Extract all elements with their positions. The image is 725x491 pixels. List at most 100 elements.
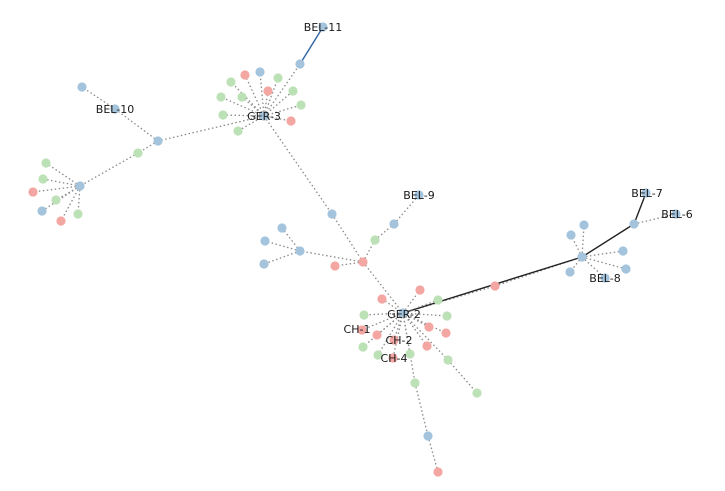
node-b1 [77, 82, 87, 92]
node-h634 [629, 219, 639, 229]
edge-bel10-b1 [81, 86, 116, 110]
node-d3 [618, 246, 628, 256]
edge-h300b-c1 [281, 227, 301, 252]
edge-ger3-a9 [263, 104, 302, 117]
edge-p363-h300b [299, 250, 364, 263]
edge-ger3-a2 [259, 71, 265, 117]
node-ger3 [259, 111, 269, 121]
node-g138 [133, 148, 143, 158]
node-b2 [41, 158, 51, 168]
node-a8 [237, 92, 247, 102]
node-a9 [296, 100, 306, 110]
edge-ger3-a3 [263, 77, 279, 117]
node-e12 [405, 349, 415, 359]
node-ger2 [398, 308, 408, 318]
node-p495 [490, 281, 500, 291]
label-ger-3: GER-3 [247, 110, 281, 123]
node-h300b [295, 246, 305, 256]
node-a11 [286, 116, 296, 126]
node-b6 [37, 206, 47, 216]
edge-ger2-e9 [362, 312, 404, 348]
edge-h80-b2 [45, 162, 81, 187]
node-c3 [259, 259, 269, 269]
node-bel10 [110, 104, 120, 114]
edge-ger3-a8 [241, 96, 265, 117]
edge-h80-b7 [60, 185, 81, 222]
node-bel11 [318, 22, 328, 32]
node-h582 [577, 252, 587, 262]
node-bel9 [414, 190, 424, 200]
node-d5 [565, 267, 575, 277]
node-c2 [260, 236, 270, 246]
node-h300 [295, 59, 305, 69]
node-ch1 [357, 325, 367, 335]
node-d1 [579, 220, 589, 230]
node-ch2 [389, 335, 399, 345]
node-d4 [621, 264, 631, 274]
node-e7 [441, 328, 451, 338]
edge-g138-h80 [79, 152, 139, 187]
node-bel8 [600, 273, 610, 283]
edge-ger2-e10 [402, 312, 428, 347]
label-layer: GER-2 GER-3 BEL-6 BEL-7 BEL-8 BEL-9 BEL-… [96, 21, 693, 365]
node-h394 [389, 219, 399, 229]
node-a6 [263, 86, 273, 96]
node-b7 [56, 216, 66, 226]
node-e11 [373, 350, 383, 360]
edge-ger2-g415 [402, 312, 416, 384]
edge-h80-b8 [77, 185, 81, 215]
label-bel-10: BEL-10 [96, 103, 134, 116]
node-a10 [218, 110, 228, 120]
edge-ger2-e5 [402, 312, 448, 317]
node-d2 [566, 230, 576, 240]
node-bel6 [671, 209, 681, 219]
label-bel-8: BEL-8 [589, 272, 620, 285]
edge-ger2-ch1 [361, 312, 404, 331]
label-bel-7: BEL-7 [631, 187, 662, 200]
edge-ger3-h300 [263, 63, 301, 117]
edge-h582-h634 [581, 223, 635, 258]
edge-ger2-e13 [402, 312, 449, 361]
node-b8 [73, 209, 83, 219]
edge-h158-bel10 [114, 108, 159, 142]
edge-ger2-e11 [377, 312, 404, 356]
node-ch4 [388, 353, 398, 363]
node-a12 [233, 126, 243, 136]
node-p335 [330, 261, 340, 271]
node-a1 [240, 70, 250, 80]
label-bel-9: BEL-9 [403, 189, 434, 202]
edge-h300b-c3 [263, 250, 301, 265]
edge-h300-bel11 [299, 26, 324, 65]
node-e4 [359, 310, 369, 320]
node-p438 [433, 467, 443, 477]
node-a7 [216, 92, 226, 102]
node-layer [28, 22, 681, 477]
label-ch-2: CH-2 [386, 334, 413, 347]
node-e9 [358, 342, 368, 352]
edge-h634-bel7 [633, 192, 647, 225]
label-ch-1: CH-1 [344, 323, 371, 336]
node-p363 [358, 257, 368, 267]
edge-ger2-e4 [363, 312, 404, 316]
node-g477 [472, 388, 482, 398]
edge-ger3-a10 [222, 114, 265, 117]
node-e13 [443, 355, 453, 365]
node-h428 [423, 431, 433, 441]
edge-ger2-e1 [402, 289, 421, 314]
label-bel-6: BEL-6 [661, 208, 692, 221]
node-h80 [75, 181, 85, 191]
node-e1 [415, 285, 425, 295]
node-bel7 [641, 188, 651, 198]
edge-h80-b3 [42, 178, 81, 187]
label-ch-4: CH-4 [381, 352, 408, 365]
edge-h582-bel8 [581, 256, 606, 279]
node-b5 [51, 195, 61, 205]
edge-e13-g477 [447, 359, 478, 394]
node-e2 [377, 294, 387, 304]
label-ger-2: GER-2 [387, 308, 421, 321]
edge-p363-ger2 [362, 261, 404, 314]
edge-h332-p363 [331, 213, 364, 263]
edge-g415-h428 [414, 382, 429, 437]
node-a4 [226, 77, 236, 87]
